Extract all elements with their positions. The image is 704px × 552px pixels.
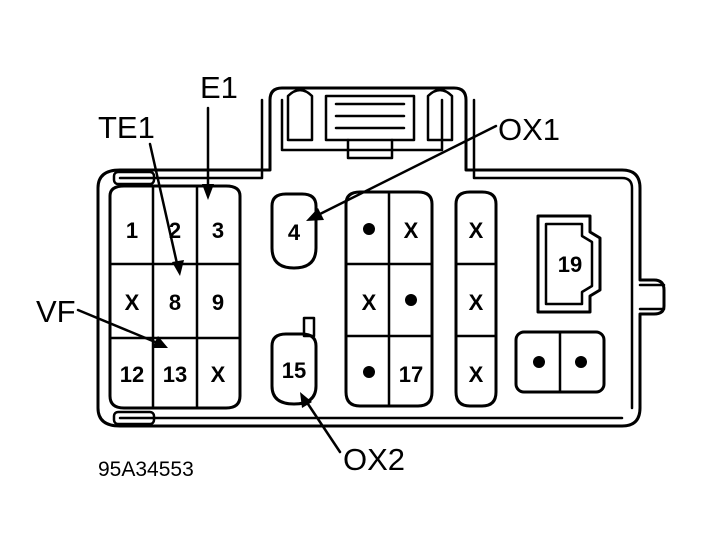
pin-15-cell xyxy=(270,332,318,406)
pin-8: 8 xyxy=(169,290,181,315)
blank-pin-dot xyxy=(405,294,417,306)
pin-19-cell xyxy=(536,214,602,314)
connector-housing xyxy=(96,86,666,428)
pin-3: 3 xyxy=(212,218,224,243)
label-ox1: OX1 xyxy=(498,112,560,147)
pin-13: 13 xyxy=(163,362,187,387)
label-vf: VF xyxy=(36,294,76,329)
pin-x: X xyxy=(362,290,377,315)
pin-19: 19 xyxy=(558,252,582,277)
pin-x: X xyxy=(125,290,140,315)
pin-4-cell xyxy=(270,192,318,270)
label-te1: TE1 xyxy=(98,110,155,145)
pin-17: 17 xyxy=(399,362,423,387)
pin-x: X xyxy=(469,290,484,315)
pin-19-inner xyxy=(544,222,594,306)
blank-pin-dot xyxy=(575,356,587,368)
pin-block-right xyxy=(454,190,498,408)
blank-pin-dot xyxy=(533,356,545,368)
pin-block-left xyxy=(108,184,242,410)
pin-15-latch xyxy=(302,316,316,338)
blank-pin-dot xyxy=(363,366,375,378)
label-e1: E1 xyxy=(200,70,238,105)
pin-15: 15 xyxy=(282,358,306,383)
pin-4: 4 xyxy=(288,220,301,245)
pin-block-middle xyxy=(344,190,434,408)
pin-1: 1 xyxy=(126,218,138,243)
pin-block-bottom-right xyxy=(514,330,606,394)
blank-pin-dot xyxy=(363,223,375,235)
pin-x: X xyxy=(404,218,419,243)
leader-lines xyxy=(76,106,498,454)
pin-9: 9 xyxy=(212,290,224,315)
pin-12: 12 xyxy=(120,362,144,387)
label-ox2: OX2 xyxy=(343,442,405,477)
pin-x: X xyxy=(211,362,226,387)
pin-x: X xyxy=(469,362,484,387)
figure-code: 95A34553 xyxy=(98,458,194,481)
pin-x: X xyxy=(469,218,484,243)
